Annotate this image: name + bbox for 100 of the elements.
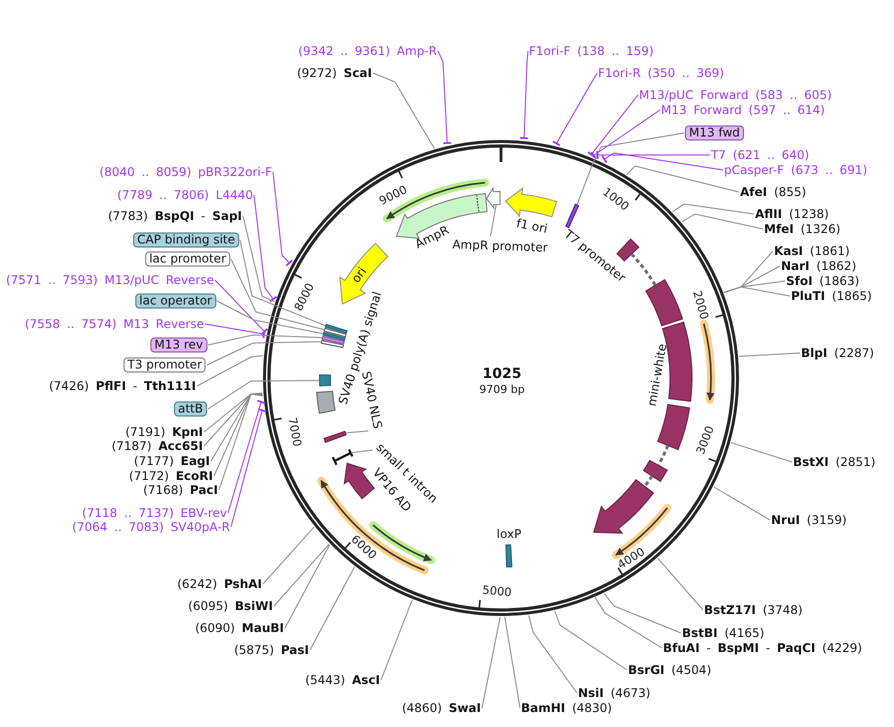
leader-line (594, 597, 662, 648)
feature-mark (320, 340, 344, 348)
leader-line (738, 352, 800, 357)
leader-line (490, 204, 497, 237)
leader-line (218, 393, 264, 490)
leader-line (601, 152, 724, 170)
restriction-site-label: (7187) Acc65I (112, 439, 203, 453)
tick-label: 8000 (292, 281, 316, 313)
leader-line (552, 72, 598, 146)
restriction-site-label: (6095) BsiWI (188, 599, 273, 613)
feature-label: lac operator (135, 294, 216, 308)
feature-label: CAP binding site (133, 232, 239, 248)
leader-line (254, 194, 278, 302)
leader-line (345, 430, 369, 434)
primer-label: (7789 .. 7806) L4440 (117, 188, 253, 202)
restriction-site-label: PluTI (1865) (791, 289, 872, 303)
leader-line (216, 300, 324, 334)
leader-line (206, 341, 322, 366)
leader-line (380, 599, 413, 680)
leader-line (284, 544, 330, 628)
feature-label: attB (174, 402, 207, 416)
restriction-site-label: BstBI (4165) (682, 626, 764, 640)
feature-label: T3 promoter (124, 358, 206, 372)
leader-line (587, 94, 638, 158)
restriction-site-label: BlpI (2287) (801, 346, 874, 360)
leader-line (204, 392, 263, 432)
restriction-site-label: (4860) SwaI (402, 701, 481, 715)
restriction-site-label: BstZ17I (3748) (704, 603, 803, 617)
leader-line (204, 393, 264, 446)
leader-line (214, 393, 264, 476)
feature-band (486, 188, 501, 209)
restriction-site-label: SfoI (1863) (786, 274, 860, 288)
tick-label: 3000 (694, 424, 716, 456)
primer-label: (7118 .. 7137) EBV-rev (82, 506, 227, 520)
restriction-site-label: (7783) BspQI - SapI (108, 209, 242, 223)
restriction-site-label: BstXI (2851) (793, 455, 876, 469)
primer-label: T7 (621 .. 640) (711, 148, 810, 162)
feature-mark (324, 324, 348, 334)
tick-label: 9000 (376, 182, 408, 206)
leader-line (713, 486, 770, 520)
feature-label: AmpR promoter (452, 237, 548, 255)
feature-label: M13 rev (150, 338, 207, 352)
leader-line (504, 616, 520, 708)
tick-label: 2000 (691, 288, 711, 320)
tick-label: 7000 (286, 416, 304, 448)
plasmid-name: 1025 (482, 367, 522, 381)
tick-label: 4000 (616, 544, 648, 570)
intron-mark (332, 448, 354, 466)
leader-line (554, 610, 628, 670)
leader-line (626, 165, 740, 192)
leader-line (196, 355, 264, 386)
leader-line (208, 334, 322, 346)
primer-label: M13/pUC Forward (583 .. 605) (639, 88, 832, 102)
primer-label: pCasper-F (673 .. 691) (724, 163, 868, 177)
primer-label: (8040 .. 8059) pBR322ori-F (100, 165, 272, 179)
restriction-site-label: (7172) EcoRI (129, 469, 213, 483)
leader-line (604, 593, 682, 634)
restriction-site-label: AfeI (855) (740, 185, 806, 199)
feature-label: M13 fwd (685, 126, 744, 140)
leader-line (576, 132, 684, 205)
leader-line (482, 616, 501, 708)
restriction-site-label: (6090) MauBI (195, 621, 284, 635)
feature-mark (324, 430, 347, 443)
feature-label: mini-white (644, 342, 670, 408)
restriction-site-label: BamHI (4830) (521, 701, 612, 715)
feature-label: ori (348, 264, 370, 286)
feature-label: lac promoter (145, 252, 230, 266)
restriction-site-label: NsiI (4673) (578, 686, 650, 700)
feature-label: loxP (496, 527, 522, 541)
leader-line (438, 50, 452, 144)
leader-line (730, 442, 792, 462)
leader-line (372, 72, 435, 149)
primer-label: (7064 .. 7083) SV40pA-R (72, 520, 230, 534)
restriction-site-label: KasI (1861) (774, 244, 850, 258)
leader-line (262, 526, 315, 584)
plasmid-size: 9709 bp (479, 383, 525, 397)
leader-line (208, 380, 320, 410)
leader-line (528, 614, 578, 694)
primer-label: (7558 .. 7574) M13 Reverse (24, 317, 204, 331)
restriction-site-label: (7168) PacI (143, 483, 218, 497)
leader-line (519, 50, 529, 140)
leader-line (242, 216, 275, 302)
restriction-site-label: (7426) PflFI - Tth111I (48, 379, 196, 393)
leader-line (724, 286, 790, 296)
restriction-site-label: BfuAI - BspMI - PaqCI (4229) (663, 641, 862, 655)
restriction-site-label: NruI (3159) (771, 513, 847, 527)
feature-mark (322, 336, 345, 344)
leader-line (210, 393, 264, 462)
restriction-site-label: (7177) EagI (134, 454, 210, 468)
primer-label: (7571 .. 7593) M13/pUC Reverse (6, 273, 214, 287)
leader-line (228, 400, 266, 514)
leader-line (204, 324, 266, 339)
leader-line (214, 280, 268, 336)
primer-label: (9342 .. 9361) Amp-R (298, 44, 437, 58)
restriction-site-label: (5443) AscI (305, 673, 380, 687)
leader-line (310, 566, 356, 650)
restriction-site-label: NarI (1862) (781, 259, 856, 273)
feature-label: SV40 NLS (359, 370, 385, 430)
restriction-site-label: BsrGI (4504) (628, 663, 712, 677)
leader-line (350, 450, 374, 454)
